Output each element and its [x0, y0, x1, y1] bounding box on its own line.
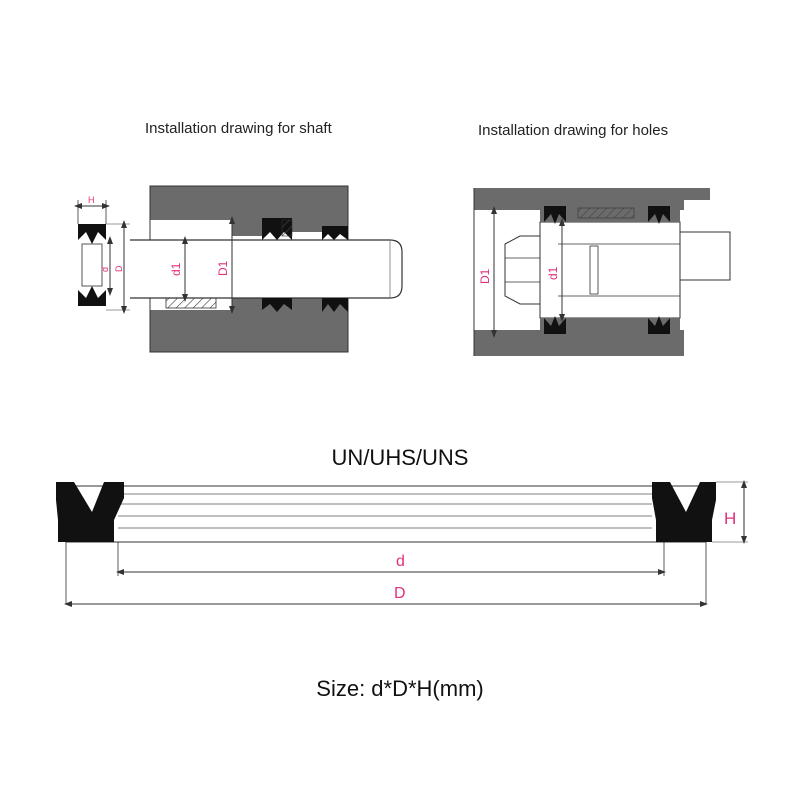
piston-rod — [679, 231, 731, 281]
holes-installation-drawing — [473, 188, 731, 356]
shaft-drawing-title: Installation drawing for shaft — [145, 120, 332, 137]
model-title: UN/UHS/UNS — [331, 445, 469, 470]
size-caption: Size: d*D*H(mm) — [316, 676, 484, 701]
piston-nut — [504, 235, 541, 305]
shaft-seal-lower — [262, 298, 292, 312]
seal-profile-left — [56, 482, 124, 542]
seal-cross-section — [56, 480, 748, 607]
label-small-d: d — [100, 267, 110, 272]
label-small-H: H — [88, 195, 95, 205]
label-seal-d: d — [396, 553, 405, 570]
holes-drawing-title: Installation drawing for holes — [478, 122, 669, 139]
cylinder-wall-lower — [474, 342, 684, 356]
shaft-housing-lower — [150, 296, 348, 352]
label-holes-D1: D1 — [478, 268, 492, 284]
label-small-D: D — [114, 265, 124, 272]
label-shaft-D1: D1 — [216, 260, 230, 276]
shaft-wiper — [322, 226, 348, 240]
cylinder-wall-upper — [474, 188, 710, 200]
seal-profile-right — [652, 482, 716, 542]
label-seal-D: D — [394, 585, 406, 602]
shaft-rod — [130, 239, 403, 299]
small-seal-section — [74, 200, 130, 314]
label-shaft-d1: d1 — [169, 262, 183, 276]
shaft-installation-drawing — [74, 185, 403, 353]
shaft-guide-ring — [165, 297, 217, 309]
piston-guide-band — [577, 207, 635, 219]
piston-seal-right-upper — [648, 206, 670, 224]
piston-body — [539, 221, 681, 319]
label-seal-H: H — [724, 509, 736, 528]
shaft-housing-upper — [150, 186, 348, 236]
dimension-labels: H d D d1 D1 D1 d1 H d D — [88, 195, 736, 602]
piston-seal-left-upper — [544, 206, 566, 224]
label-holes-d1: d1 — [546, 266, 560, 280]
